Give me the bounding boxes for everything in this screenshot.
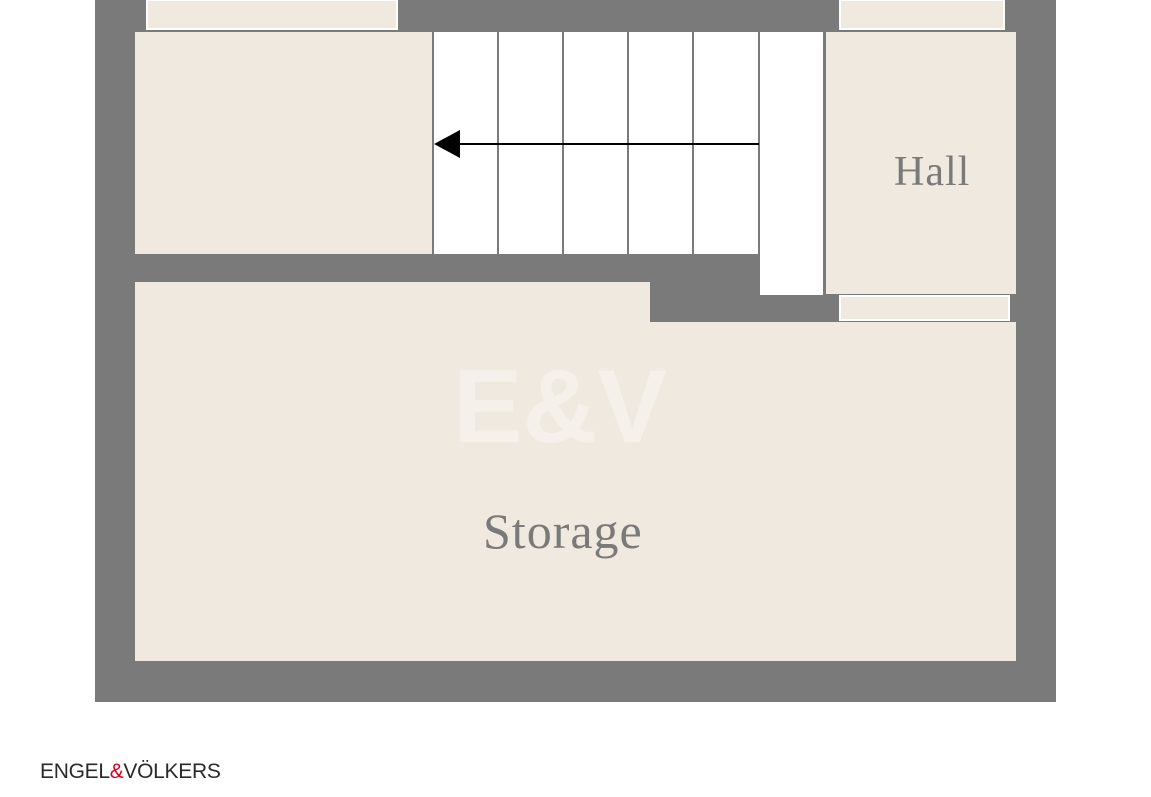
staircase (432, 32, 825, 295)
arrow-left-icon (434, 130, 759, 158)
window-top-right (839, 0, 1005, 30)
room-label-hall: Hall (894, 149, 971, 195)
window-top-left (146, 0, 398, 30)
brand-name-right: VÖLKERS (123, 760, 221, 783)
room-label-storage: Storage (483, 503, 643, 559)
brand-logo: ENGEL&VÖLKERS (40, 760, 221, 784)
brand-ampersand: & (109, 760, 124, 783)
watermark-logo: E&V (453, 349, 667, 465)
windows (146, 0, 1010, 321)
room-storage (135, 282, 1016, 661)
room-upper-left (135, 32, 432, 254)
brand-name-left: ENGEL (40, 760, 110, 783)
room-hall (826, 32, 1016, 294)
door-opening-hall (839, 295, 1010, 321)
